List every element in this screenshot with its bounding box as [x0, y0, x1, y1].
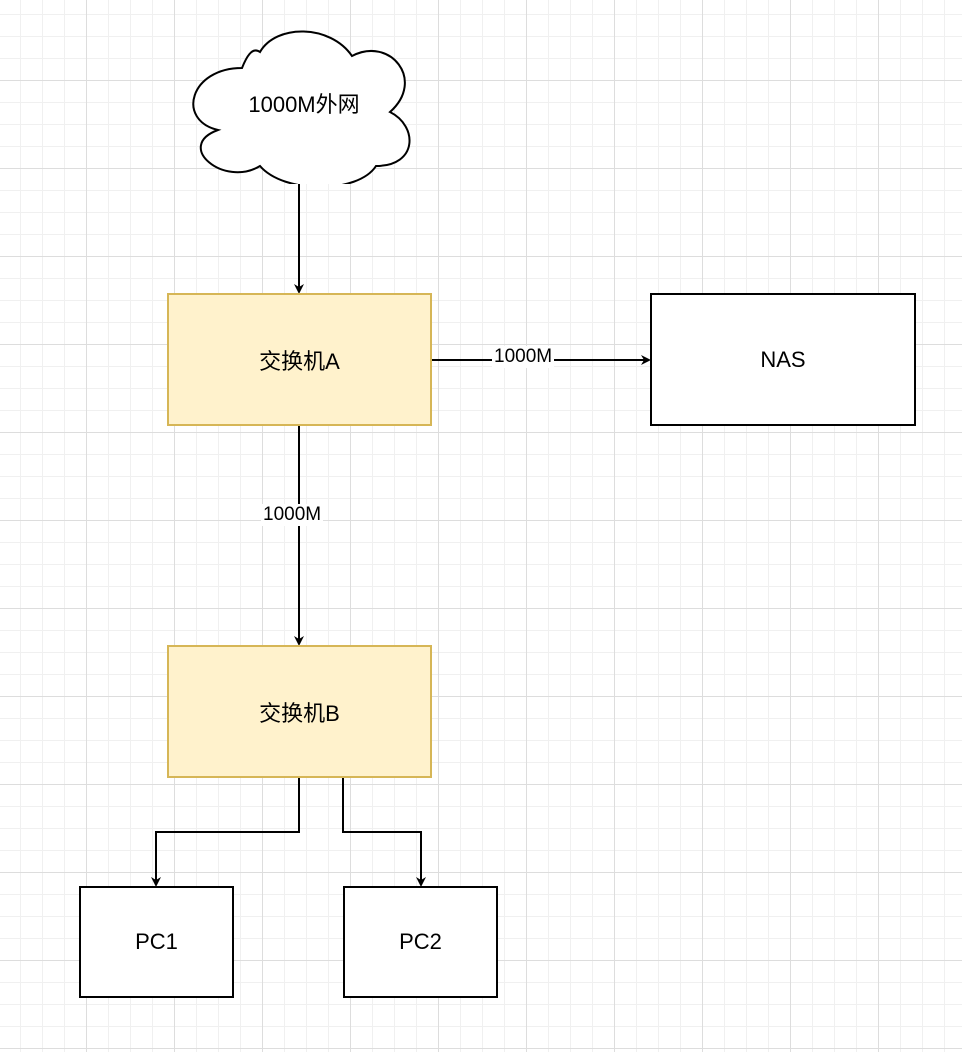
nas-label: NAS	[760, 346, 806, 372]
nas-box[interactable]: NAS	[650, 293, 916, 426]
switch-a-label: 交换机A	[259, 348, 340, 374]
pc2-box[interactable]: PC2	[343, 886, 498, 998]
edge-switch-b-to-pc2	[342, 778, 426, 887]
pc1-box[interactable]: PC1	[79, 886, 234, 998]
edge-label-a-to-b: 1000M	[261, 504, 324, 526]
edge-switch-b-to-pc1	[151, 778, 300, 887]
pc2-label: PC2	[399, 929, 442, 954]
switch-b-label: 交换机B	[259, 700, 340, 726]
internet-cloud[interactable]: 1000M外网	[180, 22, 428, 188]
cloud-icon	[192, 30, 411, 188]
edge-label-a-to-nas: 1000M	[492, 346, 555, 368]
cloud-label: 1000M外网	[248, 92, 360, 117]
pc1-label: PC1	[135, 929, 178, 954]
switch-a-box[interactable]: 交换机A	[167, 293, 432, 426]
switch-b-box[interactable]: 交换机B	[167, 645, 432, 778]
